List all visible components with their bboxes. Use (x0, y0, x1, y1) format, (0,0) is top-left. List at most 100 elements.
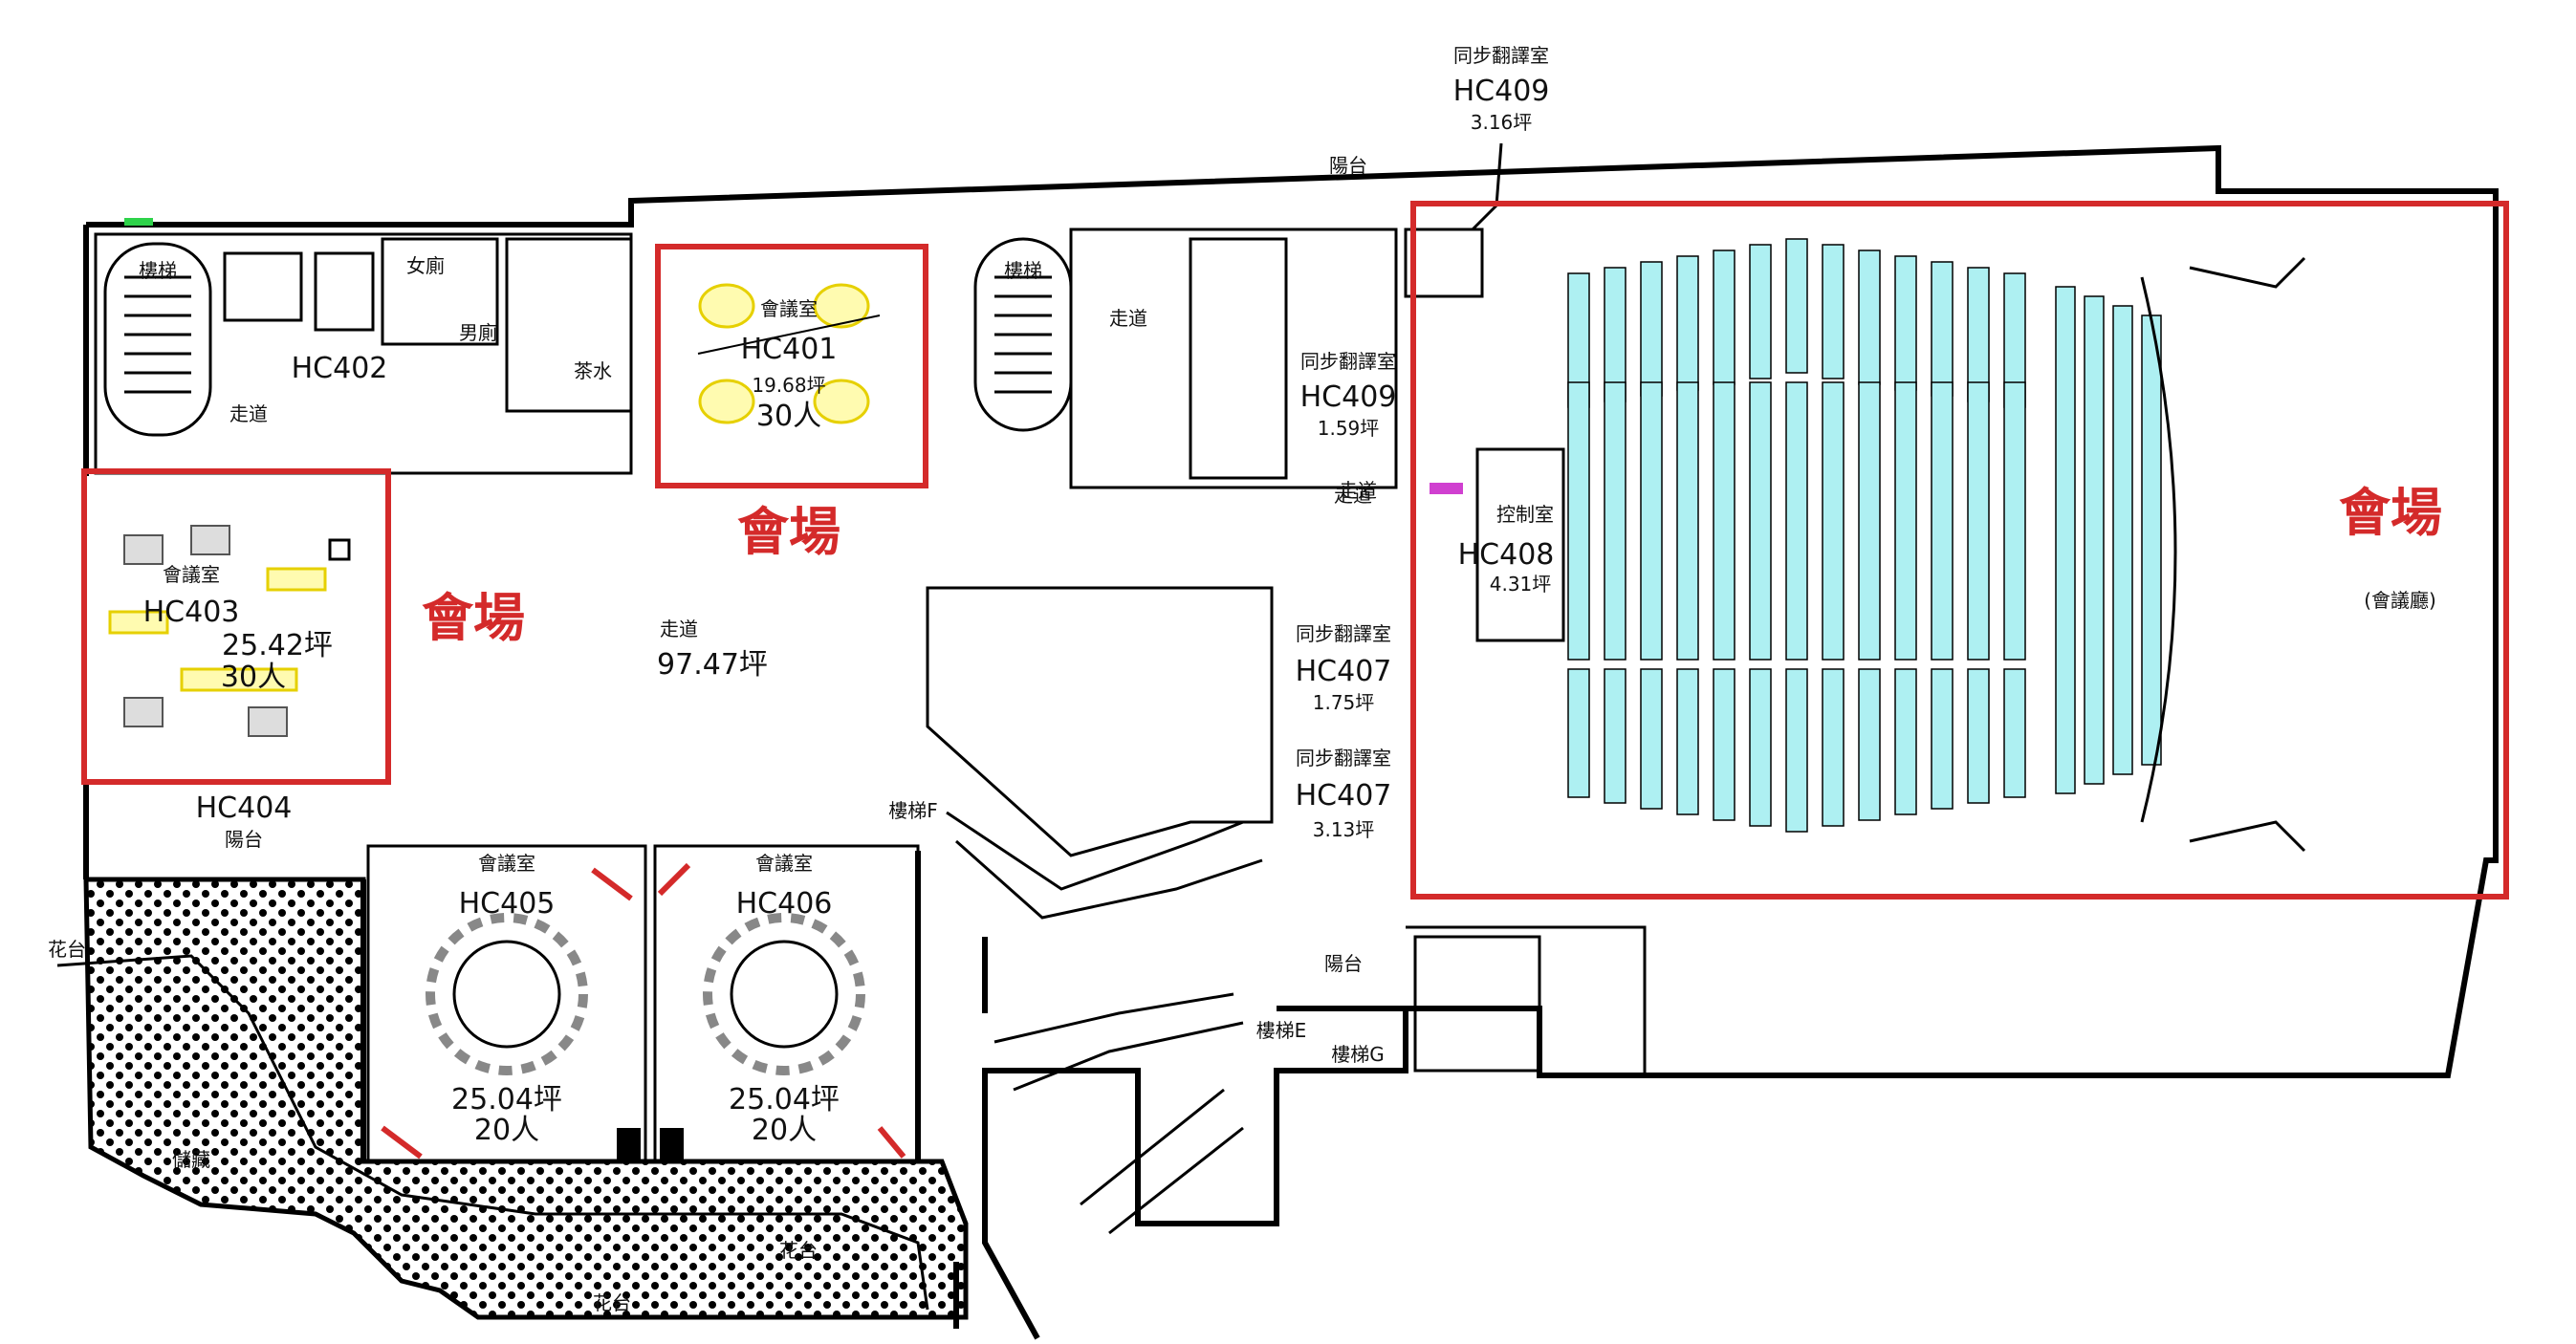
seat-row (1749, 381, 1772, 661)
venue-box-hc401 (655, 244, 928, 488)
seat-row (1931, 261, 1954, 397)
room-hc401: 會議室 HC401 19.68坪 30人 (655, 244, 928, 488)
seat-row (1604, 381, 1626, 661)
hc409a-title: 同步翻譯室 (1300, 350, 1396, 373)
seat-row (2112, 305, 2133, 775)
seat-row (1785, 668, 1808, 833)
seat-row (1822, 668, 1845, 827)
wc2-label: 男廁 (459, 321, 497, 344)
seat-row (1822, 381, 1845, 661)
venue-label-top: 會場 (737, 502, 840, 562)
seat-row (1967, 668, 1990, 804)
hc403-code: HC403 (143, 596, 240, 629)
balcony-mid-label: 陽台 (1324, 952, 1363, 975)
stair-g-label: 樓梯G (1331, 1043, 1385, 1066)
room-hc406: 會議室 HC406 25.04坪 20人 (617, 844, 920, 1163)
seat-row (2003, 381, 2026, 661)
seat-row (1567, 668, 1590, 798)
hc405-area: 25.04坪 (451, 1083, 562, 1116)
hc405-capacity: 20人 (474, 1114, 539, 1147)
seat-row (2141, 314, 2162, 766)
planter-path (56, 954, 929, 1311)
stairs (946, 811, 1541, 1235)
hc409-area: 3.16坪 (1471, 111, 1533, 134)
venue-label-right: 會場 (2339, 483, 2442, 543)
seat-row (1713, 381, 1736, 661)
hc409a-code: HC409 (1300, 380, 1397, 414)
corridor-area: 97.47坪 (657, 648, 768, 682)
hc409-title: 同步翻譯室 (1453, 44, 1549, 67)
hc406-code: HC406 (736, 887, 833, 921)
hc409a-area: 1.59坪 (1318, 417, 1380, 440)
garden-label-a: 花台 (48, 938, 86, 961)
hc403-area: 25.42坪 (222, 629, 333, 662)
wc-label: 女廁 (406, 254, 445, 277)
room-hc405: 會議室 HC405 25.04坪 20人 (366, 844, 647, 1163)
hc407b-code: HC407 (1296, 779, 1392, 813)
seat-row (1931, 381, 1954, 661)
room-hc409a: 同步翻譯室 HC409 1.59坪 (1300, 350, 1397, 440)
hc404-label: 陽台 (225, 828, 263, 851)
hc407a-title: 同步翻譯室 (1296, 622, 1391, 645)
hc407b-area: 3.13坪 (1313, 818, 1375, 841)
seat-row (1640, 261, 1663, 397)
seat-row (1858, 381, 1881, 661)
walk-label-a: 走道 (229, 402, 268, 425)
hc401-code: HC401 (741, 333, 838, 366)
hc409-leader (1471, 142, 1503, 231)
seat-row (1967, 267, 1990, 402)
garden-label-b: 花台 (779, 1239, 818, 1262)
seat-row (1894, 255, 1917, 391)
seat-row (1749, 668, 1772, 827)
hc408-title: 控制室 (1496, 503, 1554, 526)
room-hc403: 會議室 HC403 25.42坪 30人 (81, 468, 391, 785)
stage-front (2140, 276, 2177, 823)
venue-label-left: 會場 (422, 588, 525, 648)
seat-row (1676, 668, 1699, 815)
hc406-area: 25.04坪 (729, 1083, 840, 1116)
seat-row (1894, 381, 1917, 661)
seat-row (1713, 668, 1736, 821)
seat-row (1894, 668, 1917, 815)
seat-row (1640, 381, 1663, 661)
storage-label: 儲藏 (172, 1148, 210, 1171)
corridor-label: 走道 (660, 618, 698, 640)
seat-row (1822, 244, 1845, 379)
seat-row (1785, 381, 1808, 661)
hc407b-title: 同步翻譯室 (1296, 747, 1391, 770)
hc408-code: HC408 (1458, 538, 1555, 572)
seat-row (1676, 381, 1699, 661)
hc407a-area: 1.75坪 (1313, 691, 1375, 714)
walk-label-d: 走道 (1334, 484, 1372, 507)
hc401-capacity: 30人 (756, 400, 821, 433)
garden-label-c: 花台 (593, 1291, 631, 1314)
hall-subtitle: (會議廳) (2364, 589, 2436, 612)
hc406-capacity: 20人 (752, 1114, 817, 1147)
seat-row (1858, 249, 1881, 385)
room-hc407b: 同步翻譯室 HC407 3.13坪 (1296, 747, 1392, 841)
seat-row (1931, 668, 1954, 810)
seat-row (1713, 249, 1736, 385)
hc403-capacity: 30人 (221, 661, 286, 694)
utility-block (94, 218, 1484, 489)
room-hc407a: 同步翻譯室 HC407 1.75坪 (1296, 622, 1392, 714)
hc403-title: 會議室 (163, 563, 220, 586)
venue-box-hc403 (81, 468, 391, 785)
seat-row (1785, 238, 1808, 374)
stair-f-label: 樓梯F (888, 799, 938, 822)
stair-e-label: 樓梯E (1256, 1019, 1307, 1042)
room-hc408: 控制室 HC408 4.31坪 (1430, 447, 1565, 642)
hc408-area: 4.31坪 (1490, 573, 1552, 596)
seat-row (2084, 295, 2105, 785)
seat-row (1604, 668, 1626, 804)
pantry-label: 茶水 (574, 359, 612, 382)
walk-label-c: 走道 (1339, 479, 1377, 502)
hc401-title: 會議室 (760, 297, 818, 320)
walk-label-b: 走道 (1109, 307, 1147, 330)
main-hall (1410, 201, 2509, 900)
hc405-title: 會議室 (478, 852, 535, 875)
hc409-code: HC409 (1453, 75, 1550, 108)
hc405-code: HC405 (459, 887, 556, 921)
stair-label-2: 樓梯 (1004, 259, 1042, 282)
